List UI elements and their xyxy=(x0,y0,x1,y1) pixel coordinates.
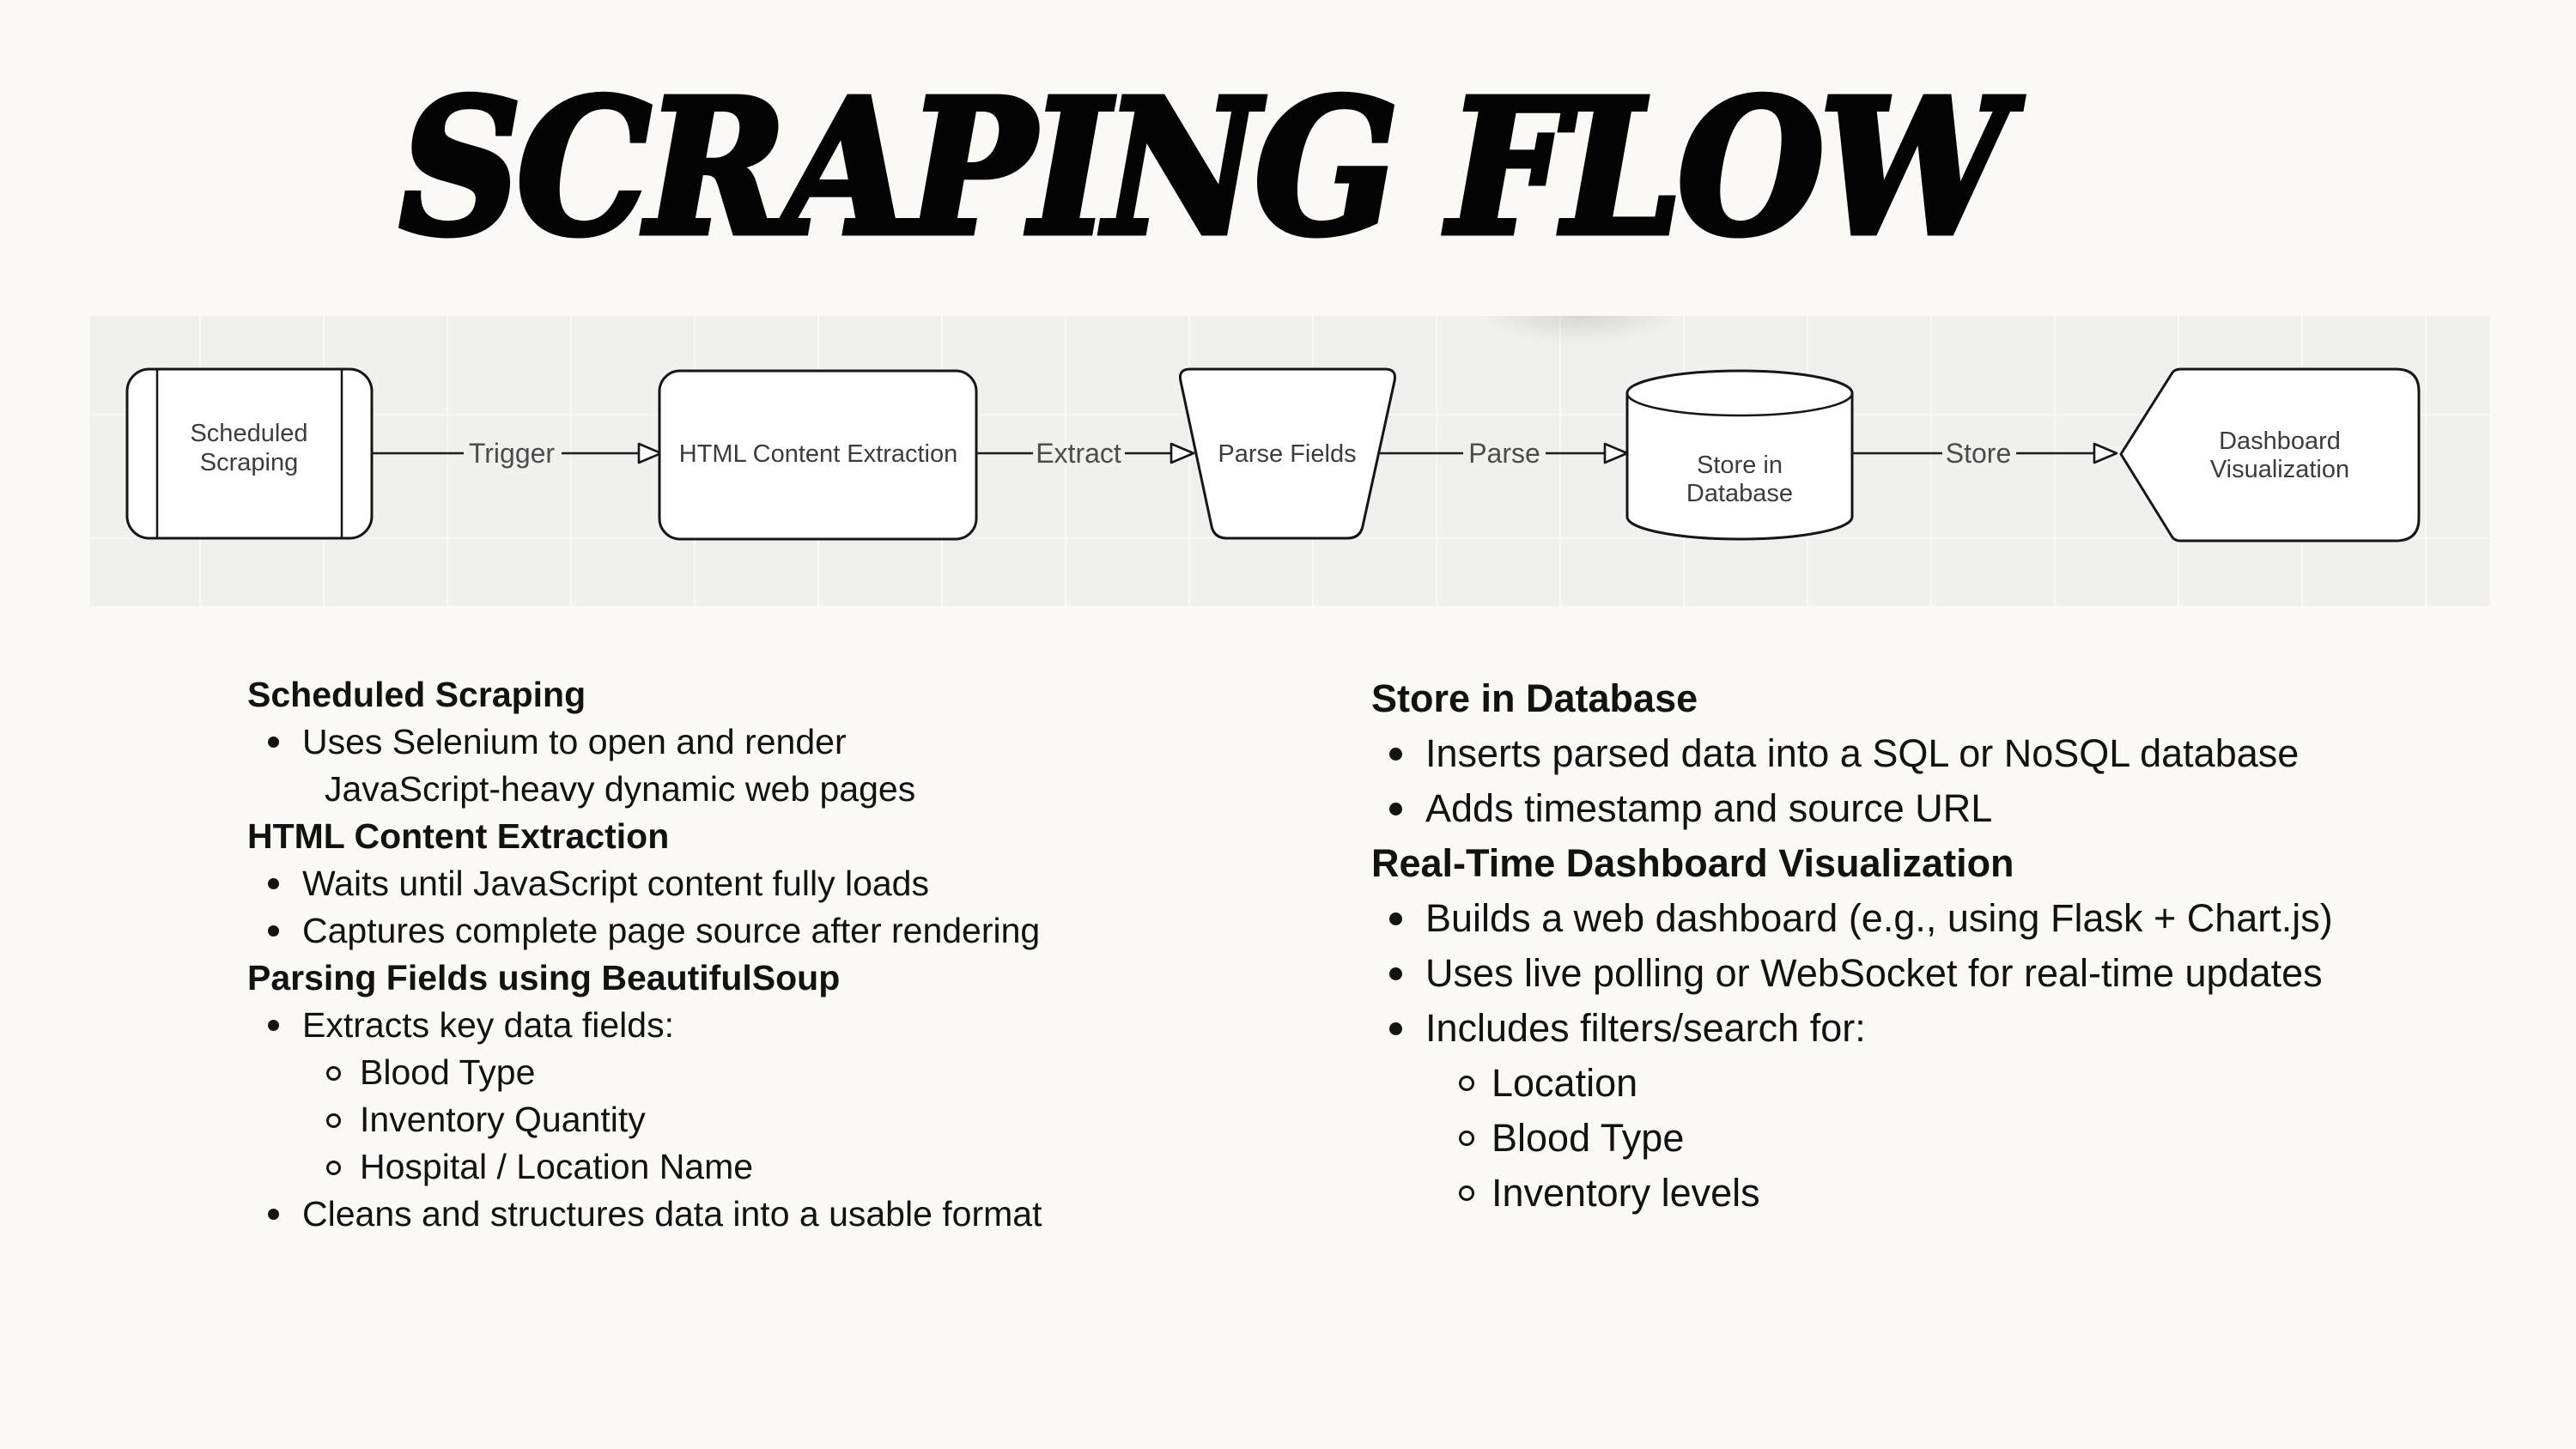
sub-list-item: Inventory levels xyxy=(1371,1166,2333,1221)
notes-heading: Scheduled Scraping xyxy=(247,675,586,714)
bullet-icon xyxy=(1389,1022,1402,1035)
list-item: Cleans and structures data into a usable… xyxy=(247,1191,1042,1238)
bullet-icon xyxy=(1389,967,1402,980)
list-item-text: Builds a web dashboard (e.g., using Flas… xyxy=(1425,896,2333,940)
circle-bullet-icon xyxy=(1459,1076,1474,1091)
bullet-icon xyxy=(1389,912,1402,925)
list-item: Captures complete page source after rend… xyxy=(247,907,1042,955)
edge-extract: Extract xyxy=(976,438,1195,469)
circle-bullet-icon xyxy=(1459,1131,1474,1146)
sub-list-item: Inventory Quantity xyxy=(247,1096,1042,1143)
arrowhead-icon xyxy=(1170,442,1195,464)
process-shape xyxy=(658,369,978,541)
circle-bullet-icon xyxy=(326,1113,341,1128)
sub-list-item: Blood Type xyxy=(247,1049,1042,1096)
node-parse-fields: Parse Fields xyxy=(1179,367,1396,540)
list-item-text: Blood Type xyxy=(1492,1116,1685,1160)
notes-heading: Parsing Fields using BeautifulSoup xyxy=(247,958,841,997)
list-item-text: Hospital / Location Name xyxy=(360,1147,754,1186)
list-item-text: Inserts parsed data into a SQL or NoSQL … xyxy=(1425,731,2300,775)
list-item-text: Cleans and structures data into a usable… xyxy=(302,1194,1042,1234)
list-item-text: Uses Selenium to open and render xyxy=(302,722,847,761)
bullet-icon xyxy=(1389,748,1402,761)
list-item-text: Inventory levels xyxy=(1492,1171,1760,1215)
list-item: Adds timestamp and source URL xyxy=(1371,781,2333,836)
bullet-icon xyxy=(268,1209,279,1220)
list-item-text: Location xyxy=(1492,1061,1638,1105)
edge-parse: Parse xyxy=(1378,438,1629,469)
sub-list-item: Hospital / Location Name xyxy=(247,1143,1042,1191)
circle-bullet-icon xyxy=(326,1161,341,1175)
edge-store: Store xyxy=(1852,438,2118,469)
edge-label: Store xyxy=(1946,438,2011,469)
edge-trigger: Trigger xyxy=(372,438,663,469)
sub-list-item: Blood Type xyxy=(1371,1111,2333,1166)
list-item-text: Uses live polling or WebSocket for real-… xyxy=(1425,951,2323,995)
list-item-text: Blood Type xyxy=(360,1052,536,1092)
node-label: Parse Fields xyxy=(1218,440,1356,468)
arrowhead-icon xyxy=(2093,442,2118,464)
notes-heading: Store in Database xyxy=(1371,676,1698,720)
list-item: Builds a web dashboard (e.g., using Flas… xyxy=(1371,891,2333,946)
list-item: Uses live polling or WebSocket for real-… xyxy=(1371,946,2333,1001)
list-item-text: Adds timestamp and source URL xyxy=(1425,786,1993,830)
list-item-text: Waits until JavaScript content fully loa… xyxy=(302,864,929,903)
list-item: Uses Selenium to open and render xyxy=(247,718,1042,766)
left-notes-column: Scheduled Scraping Uses Selenium to open… xyxy=(247,671,1042,1238)
list-item-text: Includes filters/search for: xyxy=(1425,1006,1866,1050)
trapezoid-shape xyxy=(1179,367,1396,540)
arrowhead-icon xyxy=(637,442,663,464)
bullet-icon xyxy=(268,1020,279,1031)
page-title: SCRAPING FLOW xyxy=(397,59,2012,277)
list-item: Inserts parsed data into a SQL or NoSQL … xyxy=(1371,726,2333,781)
circle-bullet-icon xyxy=(326,1066,341,1081)
list-item-text: Captures complete page source after rend… xyxy=(302,911,1041,950)
list-item: Extracts key data fields: xyxy=(247,1002,1042,1049)
bullet-icon xyxy=(268,878,279,889)
edge-label: Extract xyxy=(1036,438,1121,469)
node-html-content-extraction: HTML Content Extraction xyxy=(658,369,978,541)
notes-heading: HTML Content Extraction xyxy=(247,816,670,856)
arrowhead-icon xyxy=(1603,442,1629,464)
list-item-continuation: JavaScript-heavy dynamic web pages xyxy=(247,766,1042,813)
right-notes-column: Store in Database Inserts parsed data in… xyxy=(1371,671,2333,1221)
edge-label: Parse xyxy=(1468,438,1540,469)
list-item-text: JavaScript-heavy dynamic web pages xyxy=(325,769,916,809)
edge-label: Trigger xyxy=(469,438,556,469)
circle-bullet-icon xyxy=(1459,1185,1474,1201)
bullet-icon xyxy=(1389,803,1402,815)
sub-list-item: Location xyxy=(1371,1056,2333,1111)
list-item: Waits until JavaScript content fully loa… xyxy=(247,860,1042,907)
notes-heading: Real-Time Dashboard Visualization xyxy=(1371,841,2014,885)
list-item-text: Extracts key data fields: xyxy=(302,1005,674,1045)
list-item-text: Inventory Quantity xyxy=(360,1100,646,1139)
cylinder-rim xyxy=(1625,392,1854,417)
display-shape xyxy=(2119,367,2421,543)
list-item: Includes filters/search for: xyxy=(1371,1001,2333,1056)
node-label: HTML Content Extraction xyxy=(679,440,958,468)
bullet-icon xyxy=(268,737,279,748)
bullet-icon xyxy=(268,925,279,937)
